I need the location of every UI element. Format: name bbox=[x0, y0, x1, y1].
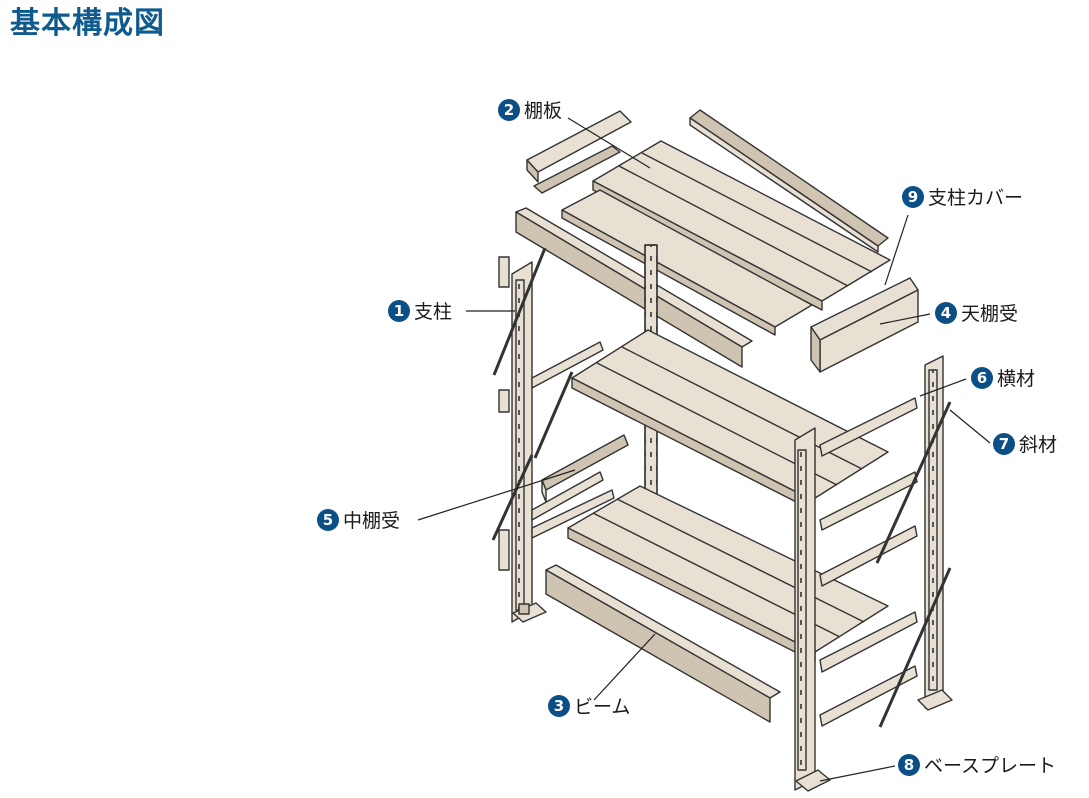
base-plate-left bbox=[512, 602, 547, 623]
callout-5: 5 中棚受 bbox=[317, 509, 400, 532]
leader-3 bbox=[593, 633, 656, 701]
callout-number: 3 bbox=[554, 697, 564, 715]
page-title: 基本構成図 bbox=[10, 6, 165, 41]
callout-number: 5 bbox=[323, 511, 333, 529]
callout-number: 1 bbox=[394, 302, 404, 320]
callout-2: 2 棚板 bbox=[498, 99, 562, 122]
top-shelf-board-front bbox=[561, 189, 813, 336]
callout-number: 9 bbox=[908, 188, 918, 206]
callout-1: 1 支柱 bbox=[388, 300, 452, 323]
callout-number: 8 bbox=[904, 756, 914, 774]
leader-8 bbox=[819, 765, 896, 782]
left-short-post bbox=[498, 256, 510, 571]
callout-label: 斜材 bbox=[1019, 434, 1057, 456]
leader-6 bbox=[919, 378, 967, 397]
front-bottom-beam bbox=[545, 564, 781, 723]
callout-3: 3 ビーム bbox=[548, 695, 630, 718]
callout-label: ベースプレート bbox=[924, 755, 1056, 777]
leader-5 bbox=[417, 469, 576, 521]
callout-9: 9 支柱カバー bbox=[902, 186, 1023, 209]
callout-number: 7 bbox=[999, 435, 1009, 453]
top-end-support-left bbox=[526, 110, 632, 194]
callout-number: 2 bbox=[504, 101, 514, 119]
callout-label: 支柱カバー bbox=[928, 187, 1023, 209]
callout-label: ビーム bbox=[574, 696, 630, 718]
leader-9 bbox=[884, 214, 909, 286]
callout-label: 横材 bbox=[997, 368, 1035, 390]
callout-label: 支柱 bbox=[414, 301, 452, 323]
middle-support-left bbox=[541, 434, 629, 503]
right-front-post bbox=[794, 427, 816, 791]
right-diagonal bbox=[875, 401, 952, 728]
top-shelf-board bbox=[592, 140, 891, 311]
base-plate-right-rear bbox=[917, 689, 953, 711]
top-front-beam bbox=[515, 207, 753, 368]
callout-label: 中棚受 bbox=[343, 510, 400, 532]
callout-label: 天棚受 bbox=[961, 303, 1018, 325]
base-plate-right-front bbox=[795, 769, 831, 792]
callout-8: 8 ベースプレート bbox=[898, 754, 1056, 777]
callout-number: 6 bbox=[977, 369, 987, 387]
left-frame-bars bbox=[531, 341, 615, 539]
callout-6: 6 横材 bbox=[971, 367, 1035, 390]
left-diagonal bbox=[491, 247, 574, 541]
right-frame-bars bbox=[819, 397, 918, 727]
left-front-post bbox=[511, 261, 533, 623]
post-cover bbox=[689, 109, 889, 253]
callout-label: 棚板 bbox=[524, 100, 562, 122]
callout-number: 4 bbox=[941, 304, 951, 322]
leader-2 bbox=[567, 117, 651, 169]
leader-4 bbox=[879, 313, 931, 325]
right-rear-post bbox=[924, 355, 944, 709]
top-end-support-right bbox=[810, 277, 919, 373]
callout-4: 4 天棚受 bbox=[935, 302, 1018, 325]
leader-7 bbox=[949, 409, 991, 444]
callout-7: 7 斜材 bbox=[993, 433, 1057, 456]
